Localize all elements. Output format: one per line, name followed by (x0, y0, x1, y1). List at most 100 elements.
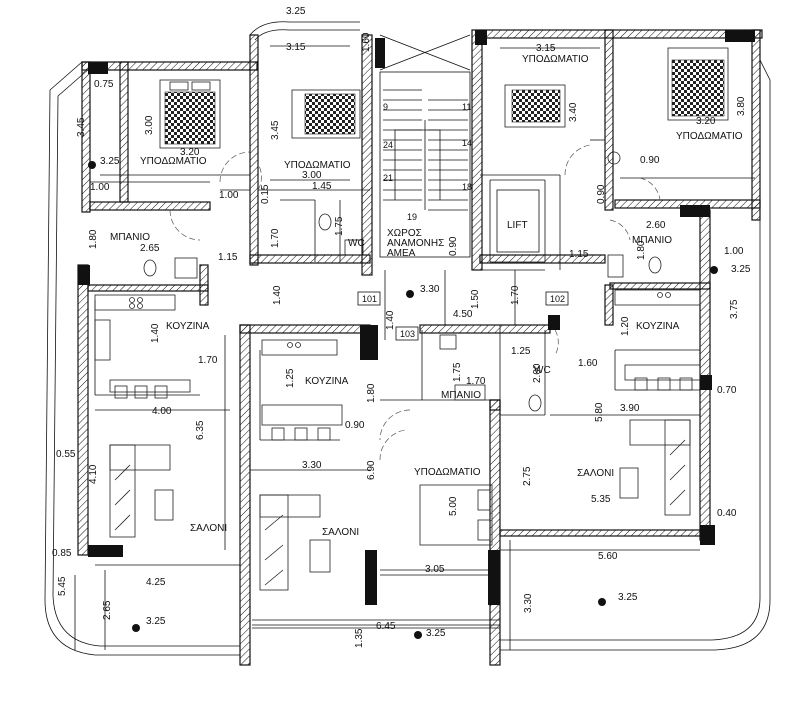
dimension-label: 0.70 (717, 385, 737, 396)
stair-number: 14 (462, 138, 472, 148)
stair-number: 19 (407, 212, 417, 222)
dimension-label: 4.50 (453, 309, 473, 320)
dimension-label: 1.80 (636, 240, 647, 260)
dimension-label: 4.00 (152, 406, 172, 417)
level-center-landing: 3.30 (420, 284, 440, 295)
level-markers (88, 161, 718, 639)
dimension-label: 3.05 (425, 564, 445, 575)
dimension-label: 1.15 (569, 249, 589, 260)
dimension-label: 3.40 (568, 102, 579, 122)
dimension-label: 1.50 (470, 289, 481, 309)
dimension-label: 3.15 (536, 43, 556, 54)
room-label-lift: LIFT (507, 220, 528, 231)
dimension-label: 5.00 (448, 496, 459, 516)
lift-shaft (480, 189, 545, 271)
room-label-bedroom-top-left: ΥΠΟΔΩΜΑΤΙΟ (140, 156, 207, 167)
dimension-label: 1.00 (219, 190, 239, 201)
stair-number: 11 (462, 102, 471, 112)
kitchen-furniture (94, 289, 701, 441)
dimension-label: 1.40 (272, 285, 283, 305)
dimension-label: 3.45 (76, 117, 87, 137)
dimension-label: 4.10 (88, 464, 99, 484)
dimension-label: 2.65 (102, 600, 113, 620)
exterior-walls (77, 29, 763, 666)
dimension-label: 1.70 (510, 285, 521, 305)
dimension-label: 3.75 (729, 299, 740, 319)
dimension-label: 5.35 (591, 494, 611, 505)
dimension-label: 3.20 (180, 147, 200, 158)
unit-tag-box-102 (545, 291, 569, 306)
living-furniture (109, 419, 691, 591)
room-label-bath-center: ΜΠΑΝΙΟ (441, 390, 481, 401)
room-label-wc-left: WC (348, 238, 365, 249)
room-label-kitchen-right: ΚΟΥΖΙΝΑ (636, 321, 680, 332)
dimension-label: 1.75 (334, 216, 345, 236)
dimension-label: 1.20 (620, 316, 631, 336)
room-label-living-center: ΣΑΛΟΝΙ (322, 527, 359, 538)
room-label-bedroom-top-right-upper: ΥΠΟΔΩΜΑΤΙΟ (522, 54, 589, 65)
dimension-label: 3.90 (620, 403, 640, 414)
dimension-label: 1.00 (90, 182, 110, 193)
dimension-label: 3.20 (696, 116, 716, 127)
dimension-label: 3.15 (286, 42, 306, 53)
dimension-label: 5.80 (594, 402, 605, 422)
sanitary-fixtures (143, 151, 662, 412)
unit-tag-103: 103 (400, 329, 415, 339)
dimension-label: 0.90 (448, 236, 459, 256)
room-label-kitchen-left: ΚΟΥΖΙΝΑ (166, 321, 210, 332)
dimension-label: 1.25 (511, 346, 531, 357)
dimension-label: 0.90 (345, 420, 365, 431)
dimension-label: 1.80 (88, 229, 99, 249)
room-label-bath-right: ΜΠΑΝΙΟ (632, 235, 672, 246)
dimension-label: 6.90 (366, 460, 377, 480)
room-label-living-right: ΣΑΛΟΝΙ (577, 468, 614, 479)
dimension-label: 0.40 (717, 508, 737, 519)
dimension-label: 2.65 (140, 243, 160, 254)
staircase (379, 34, 471, 258)
dimension-label: 6.45 (376, 621, 396, 632)
dimension-label: 0.55 (56, 449, 76, 460)
unit-tag-box-101 (357, 291, 381, 306)
room-label-bedroom-top-middle: ΥΠΟΔΩΜΑΤΙΟ (284, 160, 351, 171)
stair-number: 18 (462, 182, 472, 192)
room-label-waiting-line2: ΑΝΑΜΟΝΗΣ (387, 238, 444, 249)
dimension-label: 0.85 (52, 548, 72, 559)
bed-furniture (159, 47, 729, 546)
level-left-balcony: 3.25 (146, 616, 166, 627)
unit-tag-box-103 (395, 326, 419, 341)
stair-number: 24 (383, 140, 393, 150)
dimension-label: 1.75 (452, 362, 463, 382)
dimension-label: 1.80 (366, 383, 377, 403)
dimension-label: 0.15 (260, 184, 271, 204)
dimension-label: 1.00 (724, 246, 744, 257)
level-right-balcony: 3.25 (618, 592, 638, 603)
dimension-label: 5.60 (598, 551, 618, 562)
room-label-kitchen-center: ΚΟΥΖΙΝΑ (305, 376, 349, 387)
dimension-label: 2.75 (522, 466, 533, 486)
level-bottom-center: 3.25 (426, 628, 446, 639)
room-label-wc-center: WC (534, 365, 551, 376)
door-swings (169, 144, 661, 461)
dimension-label: 1.40 (150, 323, 161, 343)
room-label-waiting-line3: ΑΜΕΑ (387, 248, 416, 259)
dimension-label: 1.60 (578, 358, 598, 369)
dimension-label: 2.00 (532, 363, 543, 383)
level-top: 3.25 (286, 6, 306, 17)
dimension-label: 1.70 (466, 376, 486, 387)
dimension-label: 1.70 (270, 228, 281, 248)
dimension-label: 5.45 (57, 576, 68, 596)
level-right-upper: 3.25 (731, 264, 751, 275)
dimension-label: 6.35 (195, 420, 206, 440)
dimension-label: 1.35 (354, 628, 365, 648)
room-label-bedroom-center: ΥΠΟΔΩΜΑΤΙΟ (414, 467, 481, 478)
dimension-label: 0.75 (94, 79, 114, 90)
stair-number: 9 (383, 102, 388, 112)
dimension-lines (74, 45, 700, 650)
dimension-label: 4.25 (146, 577, 166, 588)
dimension-label: 3.00 (302, 170, 322, 181)
room-label-bath-left: ΜΠΑΝΙΟ (110, 232, 150, 243)
room-label-bedroom-top-right: ΥΠΟΔΩΜΑΤΙΟ (676, 131, 743, 142)
room-label-waiting-line1: ΧΩΡΟΣ (387, 228, 422, 239)
room-label-living-left: ΣΑΛΟΝΙ (190, 523, 227, 534)
